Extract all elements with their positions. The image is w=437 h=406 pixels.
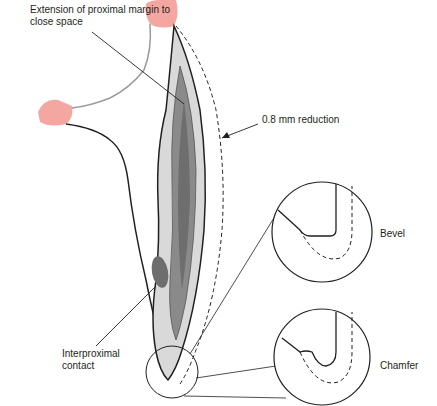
dimension-label: 0.8 mm reduction <box>262 114 339 126</box>
leader-line <box>92 32 184 104</box>
prepared-surface <box>153 26 205 380</box>
magnify-line <box>196 366 276 378</box>
dentine-area <box>178 100 190 290</box>
adjacent-tooth-outline <box>72 24 150 108</box>
chamfer-original <box>300 312 352 383</box>
incisal-edge <box>38 100 72 126</box>
leader-line <box>222 124 258 138</box>
contact-area <box>149 255 170 289</box>
chamfer-inset <box>274 309 370 405</box>
chamfer-profile <box>282 312 336 366</box>
enamel-reduction-area <box>170 66 196 340</box>
leader-line <box>96 286 156 346</box>
callout-label: Extension of proximal margin to close sp… <box>30 4 180 28</box>
profile-label: Bevel <box>380 228 405 240</box>
tooth-outline <box>66 124 166 360</box>
bevel-profile <box>278 184 336 236</box>
callout-label: Interproximal contact <box>62 348 132 372</box>
magnify-line <box>184 396 286 398</box>
arrowhead <box>222 132 230 138</box>
magnify-line <box>190 200 285 354</box>
bevel-original <box>300 186 352 259</box>
profile-label: Chamfer <box>380 360 418 372</box>
bevel-inset <box>272 182 372 282</box>
